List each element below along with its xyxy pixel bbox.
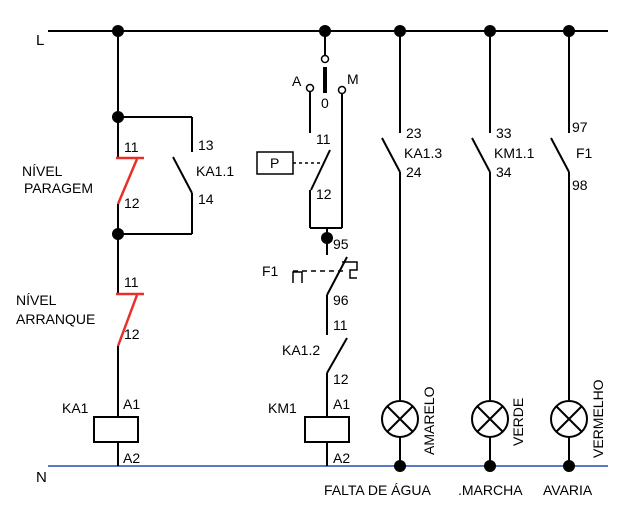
ka1-3-blade xyxy=(381,137,401,173)
selector-zero-label: 0 xyxy=(321,95,329,111)
f1-overload-blade xyxy=(326,256,348,296)
f1-overload-label: F1 xyxy=(262,263,279,279)
nivel-arranque-label-2: ARRANQUE xyxy=(16,311,95,327)
lamp-icon xyxy=(471,400,509,438)
lamp-branch-amarelo: 23 KA1.3 24 AMARELO xyxy=(381,25,442,472)
nivel-arranque-blade xyxy=(116,294,139,347)
km1-1-t34: 34 xyxy=(496,164,512,180)
ka1-coil-label: KA1 xyxy=(62,400,89,416)
caption-marcha: .MARCHA xyxy=(458,482,523,498)
caption-avaria: AVARIA xyxy=(543,482,593,498)
f1-aux-t98: 98 xyxy=(572,177,588,193)
nivel-paragem-blade xyxy=(116,158,139,205)
f1-aux-label: F1 xyxy=(576,145,593,161)
ka1-1-t14: 14 xyxy=(198,191,214,207)
nivel-paragem-label-1: NÍVEL xyxy=(22,163,63,179)
ka1-coil-a1: A1 xyxy=(123,396,140,412)
lamp-icon xyxy=(381,400,419,438)
lamp-icon xyxy=(550,400,588,438)
ka1-coil-a2: A2 xyxy=(123,450,140,466)
selector-m-label: M xyxy=(347,71,359,87)
ctrl-contact-blade xyxy=(310,149,331,191)
nivel-paragem-t12: 12 xyxy=(124,195,140,211)
f1-aux-blade xyxy=(550,137,570,173)
f1-thermal-icon xyxy=(292,271,303,283)
km1-1-blade xyxy=(471,137,491,173)
ctrl-contact-t11: 11 xyxy=(316,131,331,147)
nivel-paragem-t11: 11 xyxy=(124,139,139,155)
km1-coil-a1: A1 xyxy=(333,396,350,412)
ka1-2-label: KA1.2 xyxy=(282,342,320,358)
ka1-3-t24: 24 xyxy=(406,164,422,180)
ka1-3-t23: 23 xyxy=(406,125,422,141)
selector-a-terminal xyxy=(305,83,315,93)
km1-1-label: KM1.1 xyxy=(494,145,535,161)
ka1-branch: 11 12 NÍVEL PARAGEM 13 KA1.1 14 11 12 NÍ… xyxy=(16,25,234,466)
l-rail-label: L xyxy=(36,32,44,49)
lamp-branch-verde: 33 KM1.1 34 VERDE xyxy=(471,25,535,472)
ctrl-contact-t12: 12 xyxy=(316,186,332,202)
lamp-branch-vermelho: 97 F1 98 VERMELHO xyxy=(550,25,606,472)
selector-m-terminal xyxy=(337,85,347,95)
ka1-2-blade xyxy=(326,337,348,374)
km1-coil xyxy=(304,416,350,443)
lamp-color-label: VERDE xyxy=(510,398,526,446)
selector-a-label: A xyxy=(292,73,302,89)
ka1-3-label: KA1.3 xyxy=(404,145,442,161)
ka1-1-t13: 13 xyxy=(198,137,214,153)
km1-coil-label: KM1 xyxy=(268,400,297,416)
f1-overload-t96: 96 xyxy=(333,292,349,308)
km1-branch: A 0 M 11 12 P F1 95 96 11 KA1.2 12 xyxy=(256,25,359,466)
ka1-1-label: KA1.1 xyxy=(196,163,234,179)
km1-1-t33: 33 xyxy=(496,125,512,141)
f1-overload-hook xyxy=(342,261,358,279)
ka1-2-t11: 11 xyxy=(333,317,348,333)
f1-overload-t95: 95 xyxy=(333,236,349,252)
ka1-2-t12: 12 xyxy=(333,371,349,387)
lamp-color-label: AMARELO xyxy=(421,386,437,455)
f1-aux-t97: 97 xyxy=(572,119,588,135)
nivel-arranque-t11: 11 xyxy=(124,274,139,290)
ka1-1-blade xyxy=(172,156,193,194)
ka1-coil xyxy=(93,416,139,443)
n-rail-label: N xyxy=(36,469,47,486)
selector-top-terminal xyxy=(320,54,330,64)
nivel-arranque-t12: 12 xyxy=(124,326,140,342)
nivel-paragem-label-2: PARAGEM xyxy=(24,180,93,196)
nivel-arranque-label-1: NÍVEL xyxy=(16,292,57,308)
caption-falta-de-agua: FALTA DE ÁGUA xyxy=(324,482,432,498)
km1-coil-a2: A2 xyxy=(333,450,350,466)
p-box-label: P xyxy=(270,155,279,171)
lamp-color-label: VERMELHO xyxy=(590,379,606,458)
